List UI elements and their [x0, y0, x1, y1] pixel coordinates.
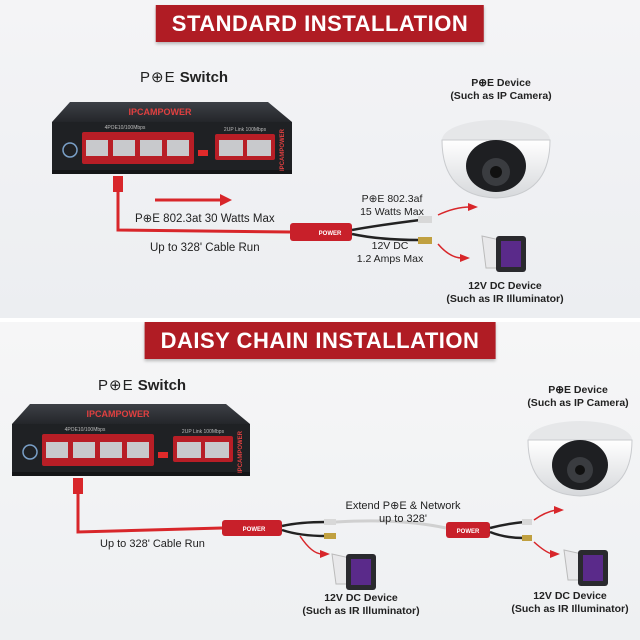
poe-device-daisy-line2: (Such as IP Camera) [527, 397, 629, 409]
dc-device-left-line2: (Such as IR Illuminator) [302, 605, 420, 617]
dc-device-right-line1: 12V DC Device [533, 590, 607, 602]
extended-cable [335, 519, 447, 530]
splitter-input-line2: 15 Watts Max [360, 206, 424, 218]
power-icon [62, 142, 78, 158]
poe-switch-daisy: IPCAMPOWER 4POE10/100Mbps 2UP Link 100Mb… [12, 404, 250, 476]
daisy-chain-installation-banner: DAISY CHAIN INSTALLATION [144, 322, 496, 359]
rj45-plug [113, 176, 123, 192]
switch-brand-side-daisy: IPCAMPOWER [238, 430, 244, 473]
poe-device-label: P⊕E Device (Such as IP Camera) [446, 77, 556, 103]
switch-title-daisy: P⊕E Switch [98, 376, 186, 394]
ir-illuminator-right-icon [563, 549, 608, 586]
switch-brand-top: IPCAMPOWER [129, 107, 193, 117]
dc-device-right-label: 12V DC Device (Such as IR Illuminator) [505, 590, 635, 616]
poe-device-line1: P⊕E Device [471, 77, 531, 89]
switch-title-poe-daisy: P⊕E [98, 377, 134, 394]
switch-title-poe: P⊕E [140, 69, 176, 86]
dc-device-label: 12V DC Device (Such as IR Illuminator) [440, 280, 570, 306]
poe-splitter-right: POWER [446, 519, 532, 541]
standard-installation-panel: STANDARD INSTALLATION P⊕E Switch IPCAMPO… [0, 0, 640, 318]
dc-device-left-label: 12V DC Device (Such as IR Illuminator) [296, 592, 426, 618]
poe-device-label-daisy: P⊕E Device (Such as IP Camera) [523, 384, 633, 410]
poe-splitter-left: POWER [222, 519, 336, 539]
daisy-diagram: IPCAMPOWER 4POE10/100Mbps 2UP Link 100Mb… [12, 404, 633, 590]
dc-output-label: 12V DC 1.2 Amps Max [352, 240, 428, 266]
daisy-chain-installation-panel: DAISY CHAIN INSTALLATION P⊕E Switch IPCA… [0, 322, 640, 640]
power-icon-daisy [22, 444, 38, 460]
dc-output-line1: 12V DC [371, 240, 409, 252]
switch-brand-top-daisy: IPCAMPOWER [87, 409, 151, 419]
splitter-brand-left: POWER [243, 527, 266, 533]
ir-illuminator-left-icon [331, 553, 376, 590]
switch-title-word: Switch [179, 69, 229, 86]
extend-line2: up to 328' [379, 513, 427, 525]
extend-label: Extend P⊕E & Network up to 328' [338, 500, 468, 526]
dc-device-right-line2: (Such as IR Illuminator) [511, 603, 629, 615]
port-label-right-daisy: 2UP Link 100Mbps [182, 429, 225, 435]
dc-device-line2: (Such as IR Illuminator) [446, 293, 564, 305]
splitter-input-label: P⊕E 802.3af 15 Watts Max [352, 193, 432, 219]
splitter-brand: POWER [319, 231, 342, 237]
switch-title: P⊕E Switch [140, 68, 228, 86]
poe-budget-label: P⊕E 802.3at 30 Watts Max [135, 213, 275, 225]
port-label-left: 4POE10/100Mbps [105, 125, 146, 131]
port-label-right: 2UP Link 100Mbps [224, 127, 267, 133]
poe-splitter: POWER [290, 216, 432, 244]
ethernet-cable [116, 178, 291, 234]
poe-switch: IPCAMPOWER 4POE10/100Mbps 2UP Link 100Mb… [52, 102, 292, 174]
dc-output-line2: 1.2 Amps Max [356, 253, 424, 265]
rj45-plug-daisy [73, 478, 83, 494]
switch-brand-side: IPCAMPOWER [280, 128, 286, 171]
dc-device-line1: 12V DC Device [468, 280, 542, 292]
dome-camera-daisy-icon [527, 421, 633, 497]
extend-line1: Extend P⊕E & Network [345, 500, 461, 512]
standard-diagram: IPCAMPOWER 4POE10/100Mbps 2UP Link 100Mb… [52, 102, 551, 272]
dome-camera-icon [441, 120, 551, 199]
ir-illuminator-icon [481, 235, 526, 272]
splitter-input-line1: P⊕E 802.3af [361, 193, 423, 205]
standard-installation-banner: STANDARD INSTALLATION [155, 5, 485, 42]
ethernet-cable-daisy [76, 480, 223, 534]
cable-run-label: Up to 328' Cable Run [150, 242, 260, 254]
splitter-brand-right: POWER [457, 529, 480, 535]
poe-device-daisy-line1: P⊕E Device [548, 384, 608, 396]
cable-run-label-daisy: Up to 328' Cable Run [100, 538, 205, 550]
poe-device-line2: (Such as IP Camera) [450, 90, 552, 102]
dc-device-left-line1: 12V DC Device [324, 592, 398, 604]
switch-title-word-daisy: Switch [137, 377, 187, 394]
port-label-left-daisy: 4POE10/100Mbps [65, 427, 106, 433]
